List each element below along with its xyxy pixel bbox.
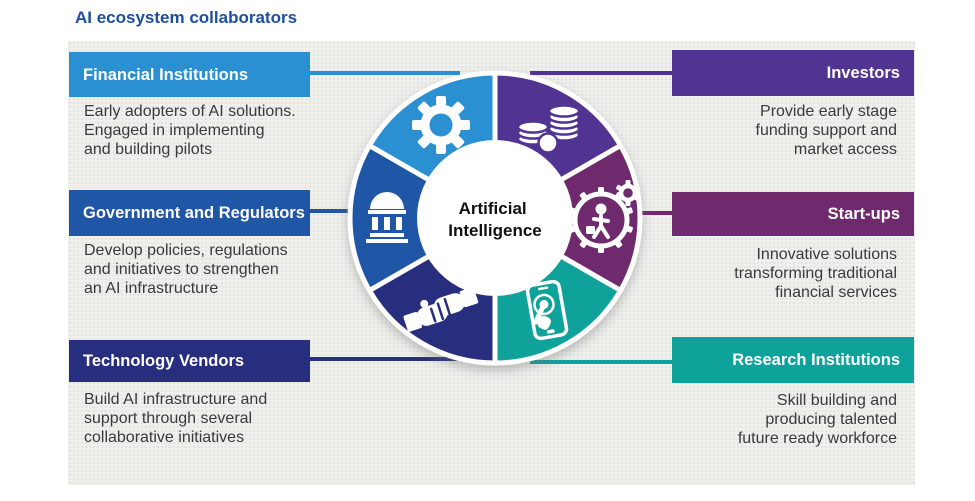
desc-startups: Innovative solutions transforming tradit… xyxy=(734,245,897,302)
person-gear-icon xyxy=(569,180,641,253)
header-research-institutions-label: Research Institutions xyxy=(732,351,900,369)
desc-line: producing talented xyxy=(765,411,897,428)
desc-government-regulators: Develop policies, regulations and initia… xyxy=(84,241,288,298)
page-title: AI ecosystem collaborators xyxy=(75,8,298,27)
header-investors-label: Investors xyxy=(826,64,900,82)
desc-technology-vendors: Build AI infrastructure and support thro… xyxy=(84,390,267,447)
header-financial-institutions-label: Financial Institutions xyxy=(83,65,249,84)
header-government-regulators: Government and Regulators xyxy=(69,190,310,236)
desc-line: market access xyxy=(793,141,897,158)
connector-investors xyxy=(530,71,672,75)
desc-line: Provide early stage xyxy=(760,103,897,120)
desc-line: Build AI infrastructure and xyxy=(84,391,268,408)
desc-line: Innovative solutions xyxy=(756,246,897,263)
desc-line: and building pilots xyxy=(84,141,213,158)
header-financial-institutions: Financial Institutions xyxy=(69,52,310,97)
desc-line: future ready workforce xyxy=(737,430,897,447)
header-investors: Investors xyxy=(672,50,914,96)
desc-line: Engaged in implementing xyxy=(84,122,265,139)
desc-line: funding support and xyxy=(755,122,897,139)
desc-line: Develop policies, regulations xyxy=(84,242,288,259)
connector-research-institutions xyxy=(530,360,672,364)
desc-financial-institutions: Early adopters of AI solutions. Engaged … xyxy=(84,102,296,159)
desc-line: an AI infrastructure xyxy=(84,280,219,297)
header-research-institutions: Research Institutions xyxy=(672,337,914,383)
connector-government-regulators xyxy=(310,209,352,213)
desc-investors: Provide early stage funding support and … xyxy=(756,102,897,159)
center-label: Artificial Intelligence xyxy=(448,199,542,240)
desc-line: transforming traditional xyxy=(734,265,897,282)
desc-research-institutions: Skill building and producing talented fu… xyxy=(738,391,897,448)
connector-financial-institutions xyxy=(310,71,460,75)
desc-line: Skill building and xyxy=(776,392,897,409)
header-technology-vendors: Technology Vendors xyxy=(69,340,310,382)
bank-icon xyxy=(366,192,408,243)
desc-line: financial services xyxy=(775,284,897,301)
header-government-regulators-label: Government and Regulators xyxy=(83,204,305,222)
ai-donut-wheel: Artificial Intelligence xyxy=(347,70,643,366)
desc-line: Early adopters of AI solutions. xyxy=(84,103,296,120)
coins-icon xyxy=(516,104,581,154)
header-technology-vendors-label: Technology Vendors xyxy=(83,352,245,370)
header-startups-label: Start-ups xyxy=(827,205,900,223)
connector-technology-vendors xyxy=(310,357,460,361)
connector-startups xyxy=(628,211,672,215)
desc-line: collaborative initiatives xyxy=(84,429,245,446)
center-hub xyxy=(417,140,573,296)
desc-line: and initiatives to strengthen xyxy=(84,261,279,278)
gear-icon xyxy=(412,96,470,154)
desc-line: support through several xyxy=(84,410,253,427)
header-startups: Start-ups xyxy=(672,192,914,236)
tablet-touch-icon xyxy=(525,279,569,341)
